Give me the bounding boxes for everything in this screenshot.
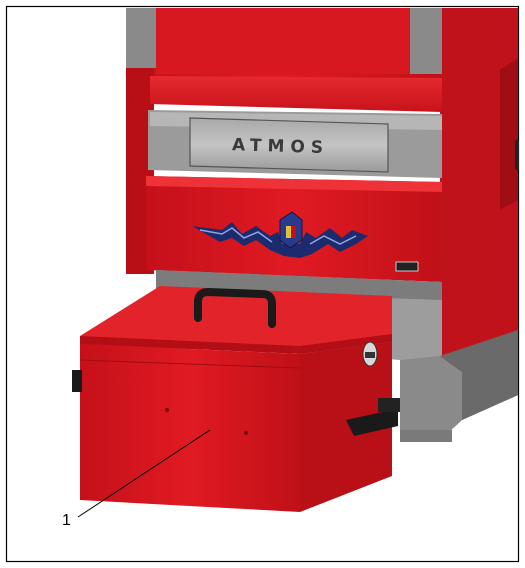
callout-number: 1 [62,512,71,529]
ash-box-top-handle [194,287,276,328]
boiler-base [400,356,462,440]
ash-box-right-handle [346,398,400,436]
callout-leader-line [77,429,211,518]
boiler-logo [192,211,368,258]
boiler-side-panel [440,8,518,440]
ash-box-side [300,342,392,512]
ash-box-rivet [165,408,169,412]
callout-1: 1 [62,429,211,529]
brand-plate [189,117,389,173]
brand-plate-text: ATMOS [232,135,330,158]
small-door-label [395,261,419,272]
ash-box-front [80,344,300,512]
boiler-body: ATMOS [126,8,519,442]
ash-box-lid [80,286,392,352]
ash-box [72,286,400,512]
ash-box-left-handle [72,370,82,392]
ash-box-latch [362,341,378,367]
ash-box-rivet [244,431,248,435]
